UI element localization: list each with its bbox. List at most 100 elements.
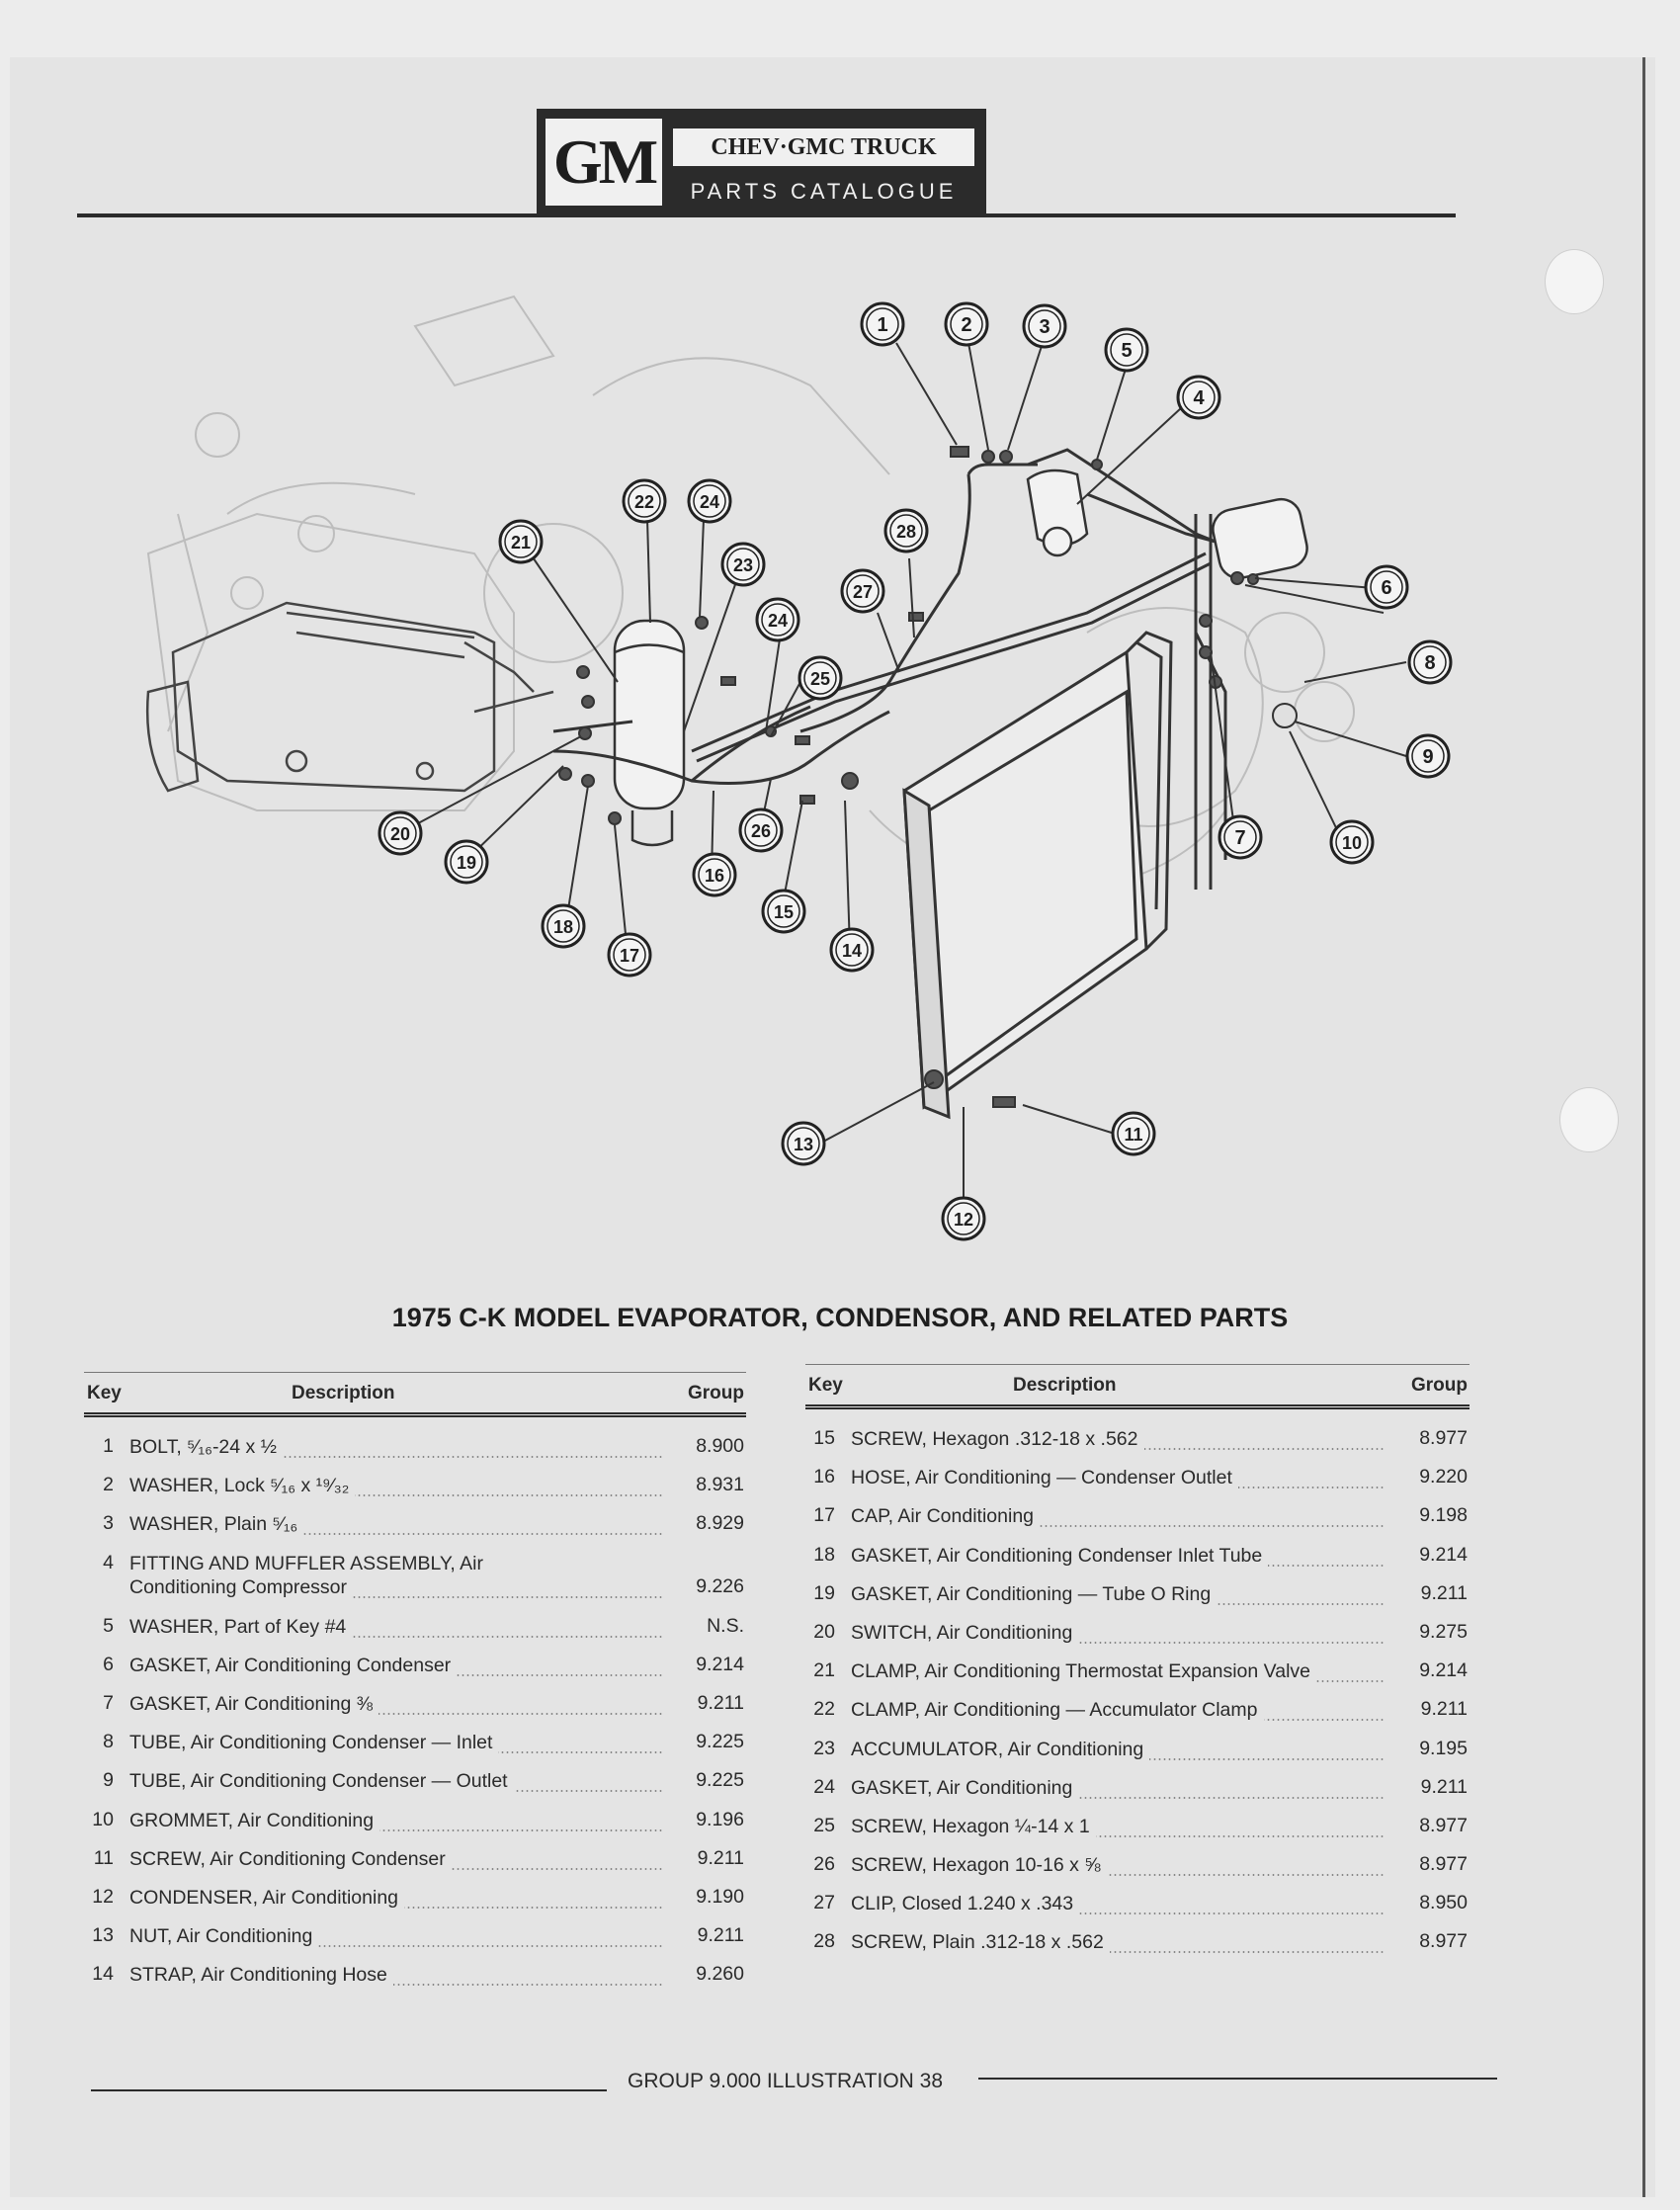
- part-group: N.S.: [701, 1614, 744, 1638]
- part-description: BOLT, ⁵⁄₁₆-24 x ½: [129, 1435, 662, 1459]
- col-description: Description: [292, 1383, 395, 1403]
- part-key: 17: [813, 1504, 835, 1527]
- header-rule: [77, 213, 1456, 217]
- gm-logo: GM CHEV·GMC TRUCK PARTS CATALOGUE: [537, 109, 986, 215]
- part-key: 14: [92, 1963, 114, 1986]
- footer-rule: [978, 2078, 1497, 2080]
- part-key: 24: [813, 1775, 835, 1798]
- callout-20: 20: [378, 810, 423, 856]
- brand-text: CHEV·GMC TRUCK: [673, 128, 974, 166]
- part-description: NUT, Air Conditioning: [129, 1924, 662, 1949]
- callout-number: 4: [1193, 387, 1205, 409]
- part-key: 6: [103, 1653, 114, 1675]
- callout-5: 5: [1104, 327, 1149, 373]
- part-key: 7: [103, 1691, 114, 1714]
- part-group: 9.190: [690, 1885, 744, 1909]
- part-description: CAP, Air Conditioning: [851, 1504, 1386, 1529]
- callout-8: 8: [1407, 639, 1453, 685]
- part-group: 8.977: [1413, 1814, 1468, 1837]
- part-description: WASHER, Lock ⁵⁄₁₆ x ¹⁹⁄₃₂: [129, 1474, 662, 1498]
- callout-number: 22: [634, 492, 654, 512]
- callout-15: 15: [761, 889, 806, 934]
- part-description: SWITCH, Air Conditioning: [851, 1620, 1386, 1645]
- compressor-block: [145, 601, 554, 793]
- callout-13: 13: [781, 1121, 826, 1166]
- part-description: STRAP, Air Conditioning Hose: [129, 1963, 662, 1988]
- callout-number: 24: [768, 611, 788, 631]
- callout-number: 3: [1039, 316, 1050, 338]
- table-header: Key Description Group: [805, 1364, 1470, 1409]
- part-description: SCREW, Plain .312-18 x .562: [851, 1930, 1386, 1955]
- part-description: CLAMP, Air Conditioning — Accumulator Cl…: [851, 1698, 1386, 1723]
- leader-lines: [404, 342, 1407, 1218]
- part-description: GROMMET, Air Conditioning: [129, 1808, 662, 1832]
- part-description: SCREW, Hexagon ¼-14 x 1: [851, 1814, 1386, 1838]
- part-key: 18: [813, 1543, 835, 1566]
- part-group: 9.214: [690, 1653, 744, 1676]
- part-key: 22: [813, 1698, 835, 1721]
- callout-23: 23: [720, 542, 766, 587]
- part-group: 9.225: [690, 1731, 744, 1754]
- part-key: 10: [92, 1808, 114, 1830]
- callout-number: 28: [896, 522, 916, 542]
- part-key: 9: [103, 1769, 114, 1792]
- part-key: 1: [103, 1435, 114, 1457]
- part-group: 9.211: [691, 1924, 744, 1948]
- part-group: 8.977: [1413, 1427, 1468, 1450]
- table-header: Key Description Group: [84, 1372, 746, 1417]
- callout-number: 21: [511, 533, 531, 552]
- part-key: 28: [813, 1930, 835, 1953]
- callout-number: 20: [390, 824, 410, 844]
- callout-number: 17: [620, 946, 639, 966]
- part-key: 25: [813, 1814, 835, 1836]
- callout-7: 7: [1218, 814, 1263, 860]
- part-description: GASKET, Air Conditioning Condenser Inlet…: [851, 1543, 1386, 1568]
- callout-number: 18: [553, 917, 573, 937]
- page-edge: [1642, 57, 1645, 2197]
- col-group: Group: [688, 1383, 744, 1403]
- callout-11: 11: [1111, 1111, 1156, 1156]
- callout-number: 1: [877, 314, 887, 336]
- table-row: 25 SCREW, Hexagon ¼-14 x 1 8.977: [805, 1807, 1470, 1845]
- part-group: 9.211: [1414, 1698, 1468, 1722]
- part-group: 9.214: [1413, 1659, 1468, 1683]
- part-group: 8.977: [1413, 1853, 1468, 1877]
- callout-number: 11: [1124, 1125, 1142, 1145]
- part-key: 15: [813, 1427, 835, 1449]
- col-group: Group: [1411, 1375, 1468, 1396]
- part-key: 26: [813, 1853, 835, 1876]
- callout-25: 25: [798, 655, 843, 701]
- part-group: 9.211: [691, 1691, 744, 1715]
- table-row: 17 CAP, Air Conditioning 9.198: [805, 1496, 1470, 1535]
- callout-9: 9: [1405, 733, 1451, 779]
- part-key: 8: [103, 1731, 114, 1753]
- callout-number: 16: [705, 866, 724, 886]
- part-group: 9.198: [1413, 1504, 1468, 1528]
- parts-table-left: Key Description Group 1 BOLT, ⁵⁄₁₆-24 x ½…: [84, 1372, 746, 1994]
- callout-number: 9: [1422, 746, 1433, 768]
- part-group: 9.211: [1414, 1775, 1468, 1799]
- callout-16: 16: [692, 852, 737, 897]
- callout-19: 19: [444, 839, 489, 885]
- callout-10: 10: [1329, 819, 1375, 865]
- callout-number: 13: [794, 1135, 813, 1154]
- catalogue-page: [10, 57, 1655, 2197]
- callout-number: 8: [1424, 652, 1435, 674]
- callout-4: 4: [1176, 375, 1221, 420]
- muffler-fitting: [1026, 468, 1308, 580]
